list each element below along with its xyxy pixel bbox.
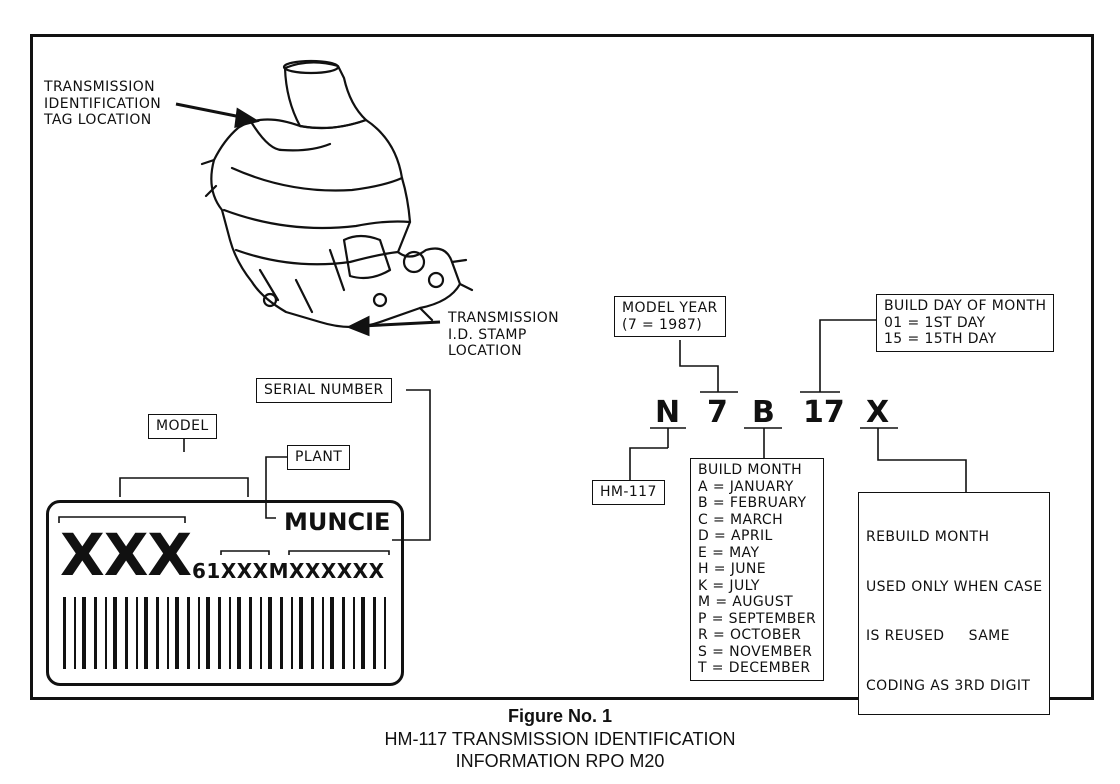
serial-code: 61XXXMXXXXXX bbox=[192, 559, 385, 583]
caption-line-1: HM-117 TRANSMISSION IDENTIFICATION bbox=[384, 729, 736, 749]
plant-label: PLANT bbox=[287, 445, 351, 470]
tag-bracket-lines bbox=[58, 516, 390, 555]
barcode bbox=[63, 597, 389, 669]
figure-number: Figure No. 1 bbox=[507, 706, 612, 726]
model-label: MODEL bbox=[148, 414, 217, 439]
stamp-char-n: N bbox=[655, 395, 681, 430]
stamp-char-7: 7 bbox=[707, 395, 728, 430]
identification-tag bbox=[46, 500, 404, 686]
plant-name: MUNCIE bbox=[284, 508, 391, 536]
serial-number-label: SERIAL NUMBER bbox=[256, 378, 392, 403]
caption-line-2: INFORMATION RPO M20 bbox=[455, 751, 665, 771]
stamp-char-x: X bbox=[866, 395, 890, 430]
model-year-box: MODEL YEAR (7 = 1987) bbox=[614, 296, 726, 337]
build-month-box: BUILD MONTH A = JANUARY B = FEBRUARY C =… bbox=[690, 458, 825, 681]
rebuild-month-box: REBUILD MONTH USED ONLY WHEN CASE IS REU… bbox=[858, 492, 1051, 715]
build-day-box: BUILD DAY OF MONTH 01 = 1ST DAY 15 = 15T… bbox=[876, 294, 1055, 352]
stamp-char-b: B bbox=[752, 395, 775, 430]
model-code: XXX bbox=[60, 521, 192, 589]
model-name-box: HM-117 bbox=[592, 480, 665, 505]
tag-location-label: TRANSMISSION IDENTIFICATION TAG LOCATION bbox=[44, 79, 162, 128]
figure-frame bbox=[30, 34, 1094, 700]
stamp-location-label: TRANSMISSION I.D. STAMP LOCATION bbox=[448, 310, 560, 359]
stamp-char-17: 17 bbox=[803, 395, 845, 430]
